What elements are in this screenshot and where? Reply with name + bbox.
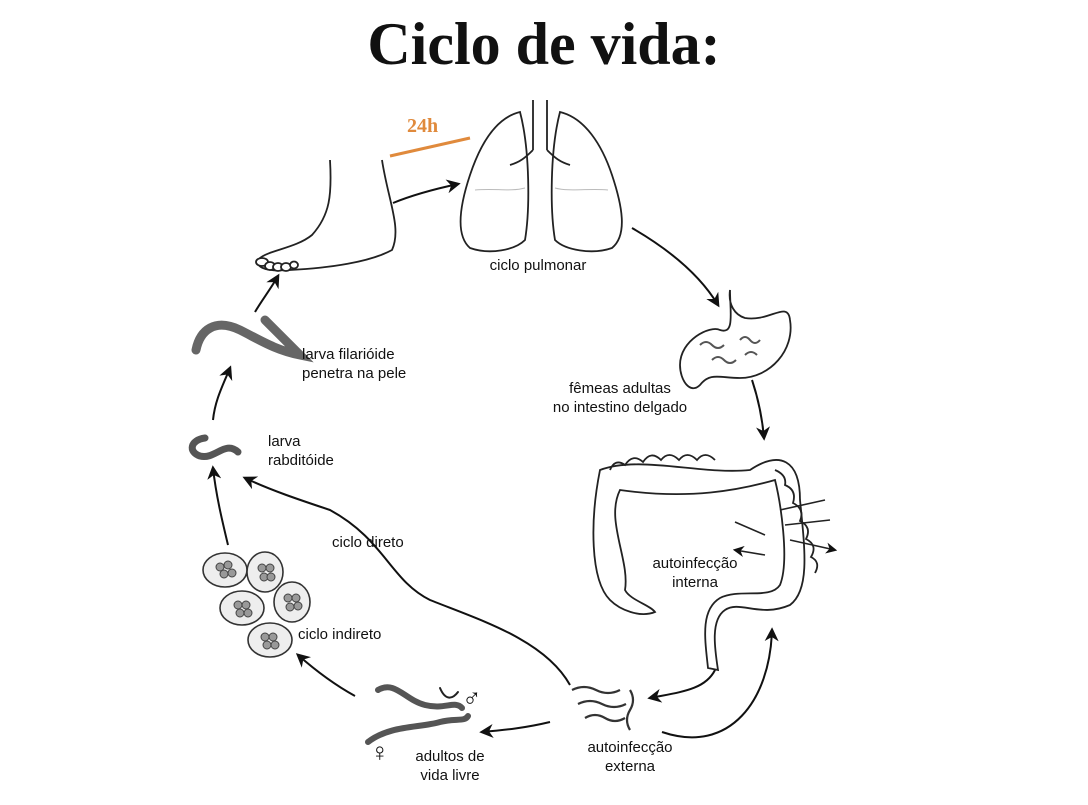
- time-line: [389, 136, 471, 158]
- eggs-illustration: [202, 551, 311, 658]
- page-title: Ciclo de vida:: [367, 11, 721, 77]
- arrow-external-to-colon: [661, 627, 779, 739]
- label-indirect-cycle: ciclo indireto: [298, 626, 382, 643]
- label-free-living-adults-line1: adultos de: [415, 748, 485, 765]
- label-filarioid-larva: larva filarióide penetra na pele: [302, 345, 406, 383]
- large-intestine-illustration: [592, 454, 835, 672]
- label-internal-autoinfection: autoinfecção interna: [640, 554, 750, 592]
- arrow-rhabditoid-to-filarioid: [212, 365, 233, 421]
- foot-illustration: [255, 159, 397, 272]
- label-pulmonary-cycle: ciclo pulmonar: [489, 257, 587, 274]
- free-adults-illustration: [365, 684, 471, 745]
- label-external-autoinfection-line1: autoinfecção: [587, 739, 673, 756]
- arrow-stomach-to-colon: [751, 379, 771, 441]
- label-filarioid-larva-line1: larva filarióide: [302, 346, 395, 363]
- external-larvae-illustration: [571, 685, 635, 731]
- label-external-autoinfection-line2: externa: [604, 758, 656, 775]
- arrow-lungs-to-stomach: [631, 227, 720, 308]
- arrow-direct-cycle: [242, 476, 571, 686]
- rhabditoid-larva-illustration: [188, 434, 242, 460]
- time-tag: 24h: [407, 115, 439, 137]
- arrow-external-to-adults: [479, 721, 551, 739]
- label-internal-autoinfection-line2: interna: [672, 574, 718, 591]
- label-rhabditoid-larva-line2: rabditóide: [268, 452, 334, 469]
- male-symbol-icon: ♂: [462, 683, 482, 713]
- lungs-illustration: [459, 100, 623, 253]
- label-filarioid-larva-line2: penetra na pele: [302, 365, 407, 382]
- arrow-eggs-to-rhabditoid: [207, 465, 229, 546]
- arrow-filarioid-to-foot: [254, 273, 280, 313]
- label-adult-females-line1: fêmeas adultas: [569, 380, 671, 397]
- label-rhabditoid-larva: larva rabditóide: [268, 432, 334, 470]
- label-rhabditoid-larva-line1: larva: [268, 433, 301, 450]
- label-free-living-adults-line2: vida livre: [420, 767, 480, 784]
- filarioid-larva-illustration: [191, 315, 314, 363]
- cycle-arrows: [207, 179, 779, 739]
- arrow-colon-to-external: [647, 669, 716, 703]
- stomach-illustration: [679, 289, 792, 390]
- arrow-adults-to-eggs: [295, 653, 356, 697]
- label-adult-females: fêmeas adultas no intestino delgado: [540, 379, 700, 417]
- label-direct-cycle: ciclo direto: [332, 534, 404, 551]
- label-adult-females-line2: no intestino delgado: [552, 399, 688, 416]
- arrow-foot-to-lungs: [392, 179, 461, 204]
- label-internal-autoinfection-line1: autoinfecção: [652, 555, 738, 572]
- female-symbol-icon: ♀: [370, 737, 390, 767]
- label-free-living-adults: adultos de vida livre: [400, 747, 500, 785]
- label-external-autoinfection: autoinfecção externa: [575, 738, 685, 776]
